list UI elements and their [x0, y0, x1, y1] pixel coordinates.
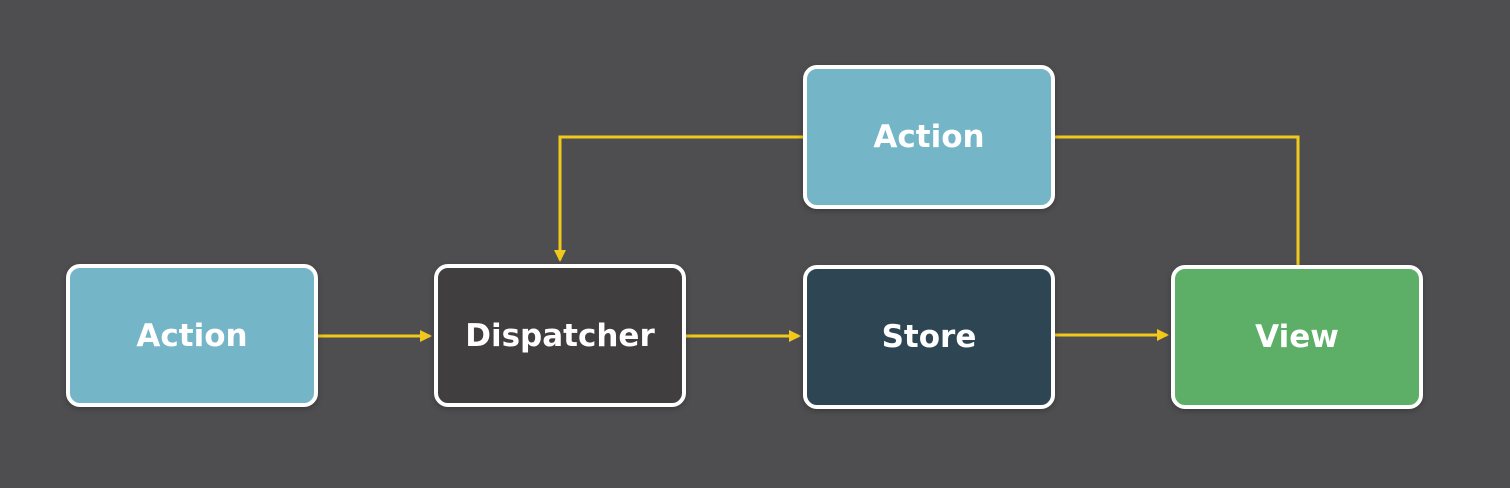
view-label: View [1255, 319, 1339, 355]
action-node-left: Action [66, 264, 318, 407]
store-node: Store [803, 265, 1055, 409]
arrow-action-to-dispatcher-top [554, 135, 803, 262]
dispatcher-label: Dispatcher [465, 317, 655, 354]
view-node: View [1171, 265, 1423, 409]
store-label: Store [881, 319, 977, 355]
action-label-top: Action [873, 119, 985, 155]
connector-view-to-action [1055, 135, 1300, 265]
action-label-left: Action [136, 317, 248, 354]
action-node-top: Action [803, 65, 1055, 209]
dispatcher-node: Dispatcher [434, 264, 686, 407]
